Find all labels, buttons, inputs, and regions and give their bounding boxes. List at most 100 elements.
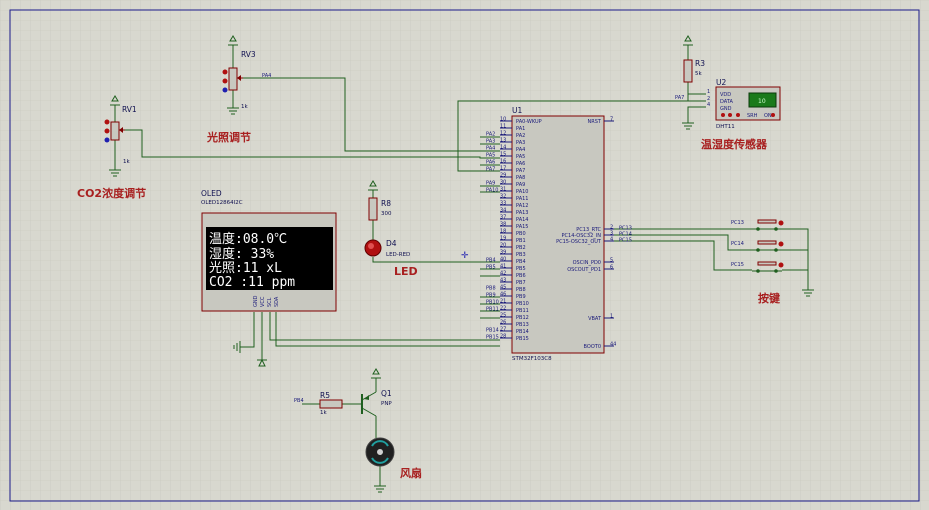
- u1-pin-number: 46: [500, 292, 506, 298]
- u2-btn-srh[interactable]: SRH: [747, 113, 758, 119]
- rv3-net: PA4: [262, 73, 271, 79]
- u2-btn-on[interactable]: ON: [764, 113, 772, 119]
- u1-part: STM32F103C8: [512, 356, 552, 362]
- u1-pin-number: 42: [500, 271, 506, 277]
- u1-pin-name: PB11: [516, 308, 529, 314]
- r5-resistor[interactable]: R5 1k PB4: [294, 391, 343, 416]
- rv1-potentiometer[interactable]: RV1 1k: [104, 105, 137, 165]
- u1-net-label: PB8: [486, 286, 496, 292]
- r8-resistor[interactable]: R8 300: [368, 197, 392, 221]
- oled-line-1: 温度:08.0℃: [209, 231, 287, 247]
- fan-label: 风扇: [400, 466, 422, 480]
- u1-pin-name: NRST: [588, 119, 602, 125]
- u1-pin-pb12[interactable]: 25 PB12: [500, 313, 529, 321]
- u1-pin-name: PA4: [516, 147, 525, 153]
- u1-pin-number: 1: [610, 314, 613, 320]
- u1-pin-number: 31: [500, 187, 506, 193]
- r3-ref: R3: [695, 59, 705, 68]
- u1-pin-name: PA3: [516, 140, 525, 146]
- u1-pin-name: PB7: [516, 280, 526, 286]
- u1-net-label: PA4: [486, 146, 495, 152]
- u1-net-label: PA3: [486, 139, 495, 145]
- oled-pin-vcc: VCC: [260, 296, 266, 307]
- u1-pin-name: PB12: [516, 315, 529, 321]
- u1-pin-number: 25: [500, 313, 506, 319]
- push-button-pc14[interactable]: PC14: [731, 240, 784, 252]
- led-d4[interactable]: D4 LED-RED ✛: [364, 239, 469, 261]
- u1-pin-number: 12: [500, 131, 506, 137]
- key-state-icon: [778, 220, 784, 226]
- u1-pin-number: 11: [500, 124, 506, 130]
- u2-ref: U2: [716, 78, 726, 87]
- u1-pin-number: 39: [500, 250, 506, 256]
- u1-net-label: PA5: [486, 153, 495, 159]
- u1-net-label: PC14: [619, 232, 632, 238]
- dht11-sensor[interactable]: U2 VDD DATA GND 1 2 4 10 SRH ON DHT11: [707, 78, 781, 130]
- sheet-border: [9, 9, 920, 502]
- push-button-pc15[interactable]: PC15: [731, 261, 784, 273]
- led-label: LED: [394, 265, 418, 278]
- u1-net-label: PB4: [486, 258, 496, 264]
- d4-value: LED-RED: [386, 252, 410, 258]
- push-button-pc13[interactable]: PC13: [731, 219, 784, 231]
- u1-pin-name: PC15-OSC32_OUT: [556, 239, 602, 245]
- u1-pin-number: 15: [500, 152, 506, 158]
- u1-pin-name: PB0: [516, 231, 526, 237]
- u1-pin-number: 43: [500, 278, 506, 284]
- oled-module[interactable]: OLED OLED12864I2C 温度:08.0℃ 湿度: 33% 光照:11…: [201, 189, 337, 312]
- keys-label: 按键: [758, 291, 781, 305]
- u1-pin-name: PB1: [516, 238, 526, 244]
- u1-pin-name: OSCIN_PD0: [573, 260, 601, 266]
- oled-name: OLED: [201, 189, 222, 198]
- oled-part: OLED12864I2C: [201, 200, 243, 206]
- probe-crosshair-icon: ✛: [461, 251, 469, 261]
- q1-pnp-transistor[interactable]: Q1 PNP: [361, 389, 392, 417]
- u1-pin-name: PA9: [516, 182, 525, 188]
- u1-pin-name: PA8: [516, 175, 525, 181]
- r3-resistor[interactable]: R3 5k PA7: [675, 59, 705, 101]
- u1-pin-number: 28: [500, 334, 506, 340]
- rv3-potentiometer[interactable]: RV3 1k PA4: [222, 50, 272, 110]
- fan-motor[interactable]: [365, 437, 395, 467]
- u1-pin-pb7[interactable]: 43 PB7: [500, 278, 526, 286]
